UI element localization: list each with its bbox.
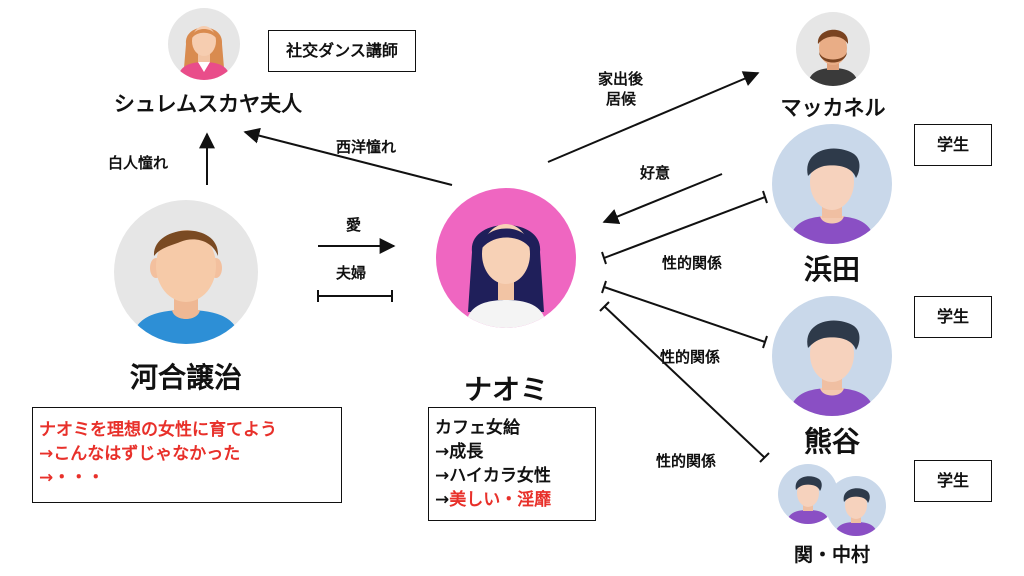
bar-sexual-hamada-end-b — [762, 190, 768, 204]
hamada-avatar — [772, 124, 892, 244]
label-affection: 好意 — [640, 164, 671, 182]
madame-role: 社交ダンス講師 — [286, 41, 398, 60]
hamada-role: 学生 — [936, 135, 969, 154]
naomi-note-line-3: →ハイカラ女性 — [435, 466, 551, 486]
bar-sexual-kumagai-end-b — [762, 335, 768, 349]
bar-sexual-seki — [603, 305, 766, 459]
hamada-role-box: 学生 — [914, 124, 992, 166]
kumagai-name: 熊谷 — [803, 425, 860, 458]
hamada-name: 浜田 — [803, 253, 860, 286]
kumagai-role-box: 学生 — [914, 296, 992, 338]
nakamura-avatar — [826, 476, 886, 536]
kumagai-role: 学生 — [936, 307, 969, 326]
madame-role-box: 社交ダンス講師 — [268, 30, 416, 72]
seki-nakamura-name: 関・中村 — [793, 544, 870, 566]
bar-sexual-seki-end-b — [759, 452, 770, 463]
kawai-note-line-2: →こんなはずじゃなかった — [39, 444, 241, 464]
arrow-naomi-to-mackanel — [547, 71, 760, 163]
naomi-note-line-2: →成長 — [435, 442, 484, 462]
bar-sexual-kumagai — [603, 286, 766, 343]
label-after-leaving-home-1: 家出後 — [598, 70, 644, 88]
mackanel-avatar — [796, 12, 870, 86]
seki-avatar — [778, 464, 838, 524]
naomi-note-line-4-prefix: → — [435, 490, 450, 510]
kawai-note-line-3: →・・・ — [39, 468, 105, 488]
madame-name: シュレムスカヤ夫人 — [113, 92, 303, 116]
naomi-note-box: カフェ女給 →成長 →ハイカラ女性 →美しい・淫靡 — [428, 407, 596, 521]
bar-sexual-hamada-end-a — [601, 251, 607, 265]
label-married: 夫婦 — [336, 264, 367, 282]
kawai-name: 河合譲治 — [129, 361, 242, 394]
arrow-affection — [602, 173, 723, 224]
arrow-naomi-to-madame — [243, 127, 453, 186]
kawai-avatar — [114, 200, 258, 344]
naomi-avatar — [436, 188, 576, 328]
naomi-note-line-1: カフェ女給 — [435, 418, 520, 438]
bar-sexual-kumagai-end-a — [601, 280, 607, 294]
bar-sexual-seki-end-a — [599, 301, 610, 312]
label-sexual-kumagai: 性的関係 — [660, 348, 721, 366]
seki-nakamura-role-box: 学生 — [914, 460, 992, 502]
naomi-name: ナオミ — [463, 373, 548, 406]
label-after-leaving-home-2: 居候 — [606, 90, 637, 108]
madame-avatar — [168, 8, 240, 80]
mackanel-name: マッカネル — [780, 96, 886, 120]
kawai-note-box: ナオミを理想の女性に育てよう →こんなはずじゃなかった →・・・ — [32, 407, 342, 503]
label-sexual-hamada: 性的関係 — [662, 254, 723, 272]
label-sexual-seki: 性的関係 — [656, 452, 717, 470]
label-white-longing: 白人憧れ — [108, 154, 169, 172]
naomi-note-line-4: →美しい・淫靡 — [435, 488, 595, 512]
naomi-note-line-4-red: 美しい・淫靡 — [449, 490, 552, 510]
seki-nakamura-role: 学生 — [936, 471, 969, 490]
bar-sexual-hamada — [603, 196, 766, 259]
label-western-longing: 西洋憧れ — [336, 138, 397, 156]
label-love: 愛 — [346, 216, 362, 234]
kumagai-avatar — [772, 296, 892, 416]
kawai-note-line-1: ナオミを理想の女性に育てよう — [39, 420, 277, 440]
